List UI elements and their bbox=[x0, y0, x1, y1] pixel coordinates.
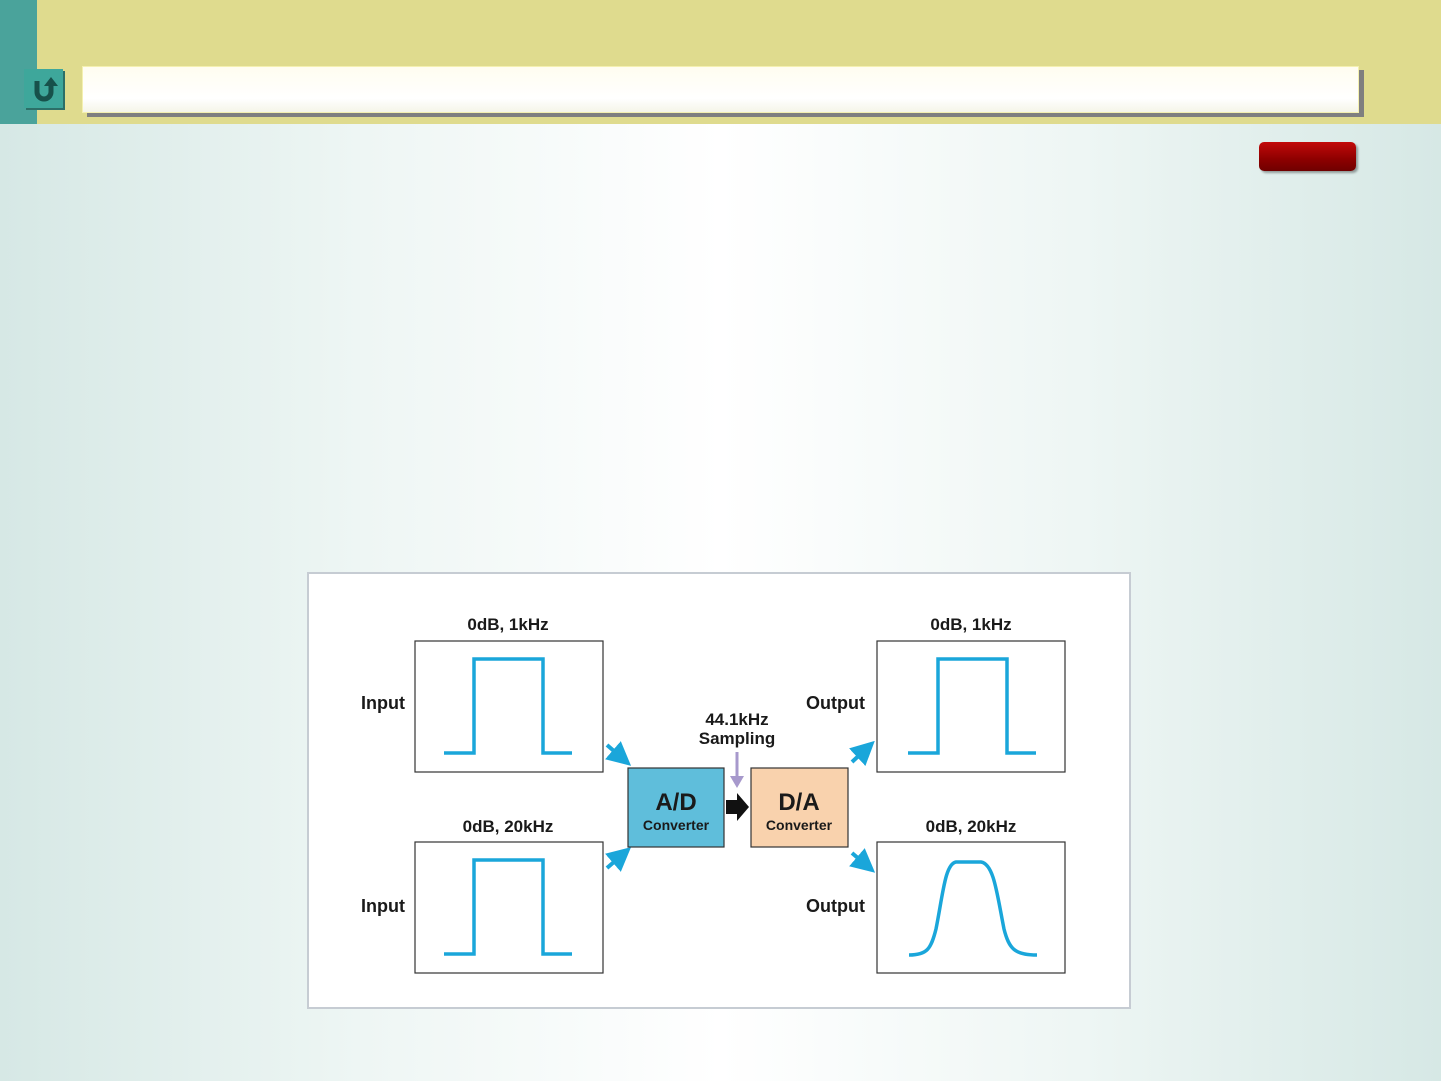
slide-title-box bbox=[82, 66, 1359, 113]
square-wave-input-20khz bbox=[444, 858, 572, 956]
ad-da-conversion-figure: 0dB, 1kHz Input 0dB, 20kHz Input A/D Con… bbox=[307, 572, 1131, 1009]
ad-converter-block bbox=[627, 767, 725, 848]
back-button[interactable] bbox=[24, 69, 63, 108]
waveform-box-input-20khz bbox=[414, 841, 604, 974]
label-input-bottom: Input bbox=[361, 896, 405, 916]
sampling-rate-label: 44.1kHz bbox=[705, 710, 768, 729]
square-wave-input-1khz bbox=[444, 657, 572, 755]
arrow-da-to-output-bottom bbox=[849, 848, 876, 873]
red-action-button[interactable] bbox=[1259, 142, 1356, 171]
ad-da-diagram-svg: 0dB, 1kHz Input 0dB, 20kHz Input A/D Con… bbox=[361, 615, 1066, 974]
caption-bottom-right: 0dB, 20kHz bbox=[926, 817, 1017, 836]
label-output-bottom: Output bbox=[806, 896, 865, 916]
da-converter-block bbox=[750, 767, 849, 848]
da-subtitle: Converter bbox=[766, 817, 833, 833]
arrow-input-top-to-ad bbox=[605, 741, 632, 766]
arrow-input-bottom-to-ad bbox=[605, 847, 632, 872]
caption-bottom-left: 0dB, 20kHz bbox=[463, 817, 554, 836]
da-title: D/A bbox=[778, 789, 819, 816]
arrow-ad-to-da bbox=[726, 793, 749, 821]
arrow-da-to-output-top bbox=[849, 740, 875, 766]
rounded-wave-output-20khz bbox=[908, 860, 1038, 957]
waveform-box-output-1khz bbox=[876, 640, 1066, 773]
sampling-label: Sampling bbox=[699, 729, 776, 748]
waveform-box-output-20khz bbox=[876, 841, 1066, 974]
u-turn-arrow-icon bbox=[34, 76, 58, 101]
ad-subtitle: Converter bbox=[643, 817, 710, 833]
label-output-top: Output bbox=[806, 693, 865, 713]
caption-top-left: 0dB, 1kHz bbox=[467, 615, 548, 634]
sampling-arrow-head bbox=[730, 776, 744, 788]
ad-title: A/D bbox=[655, 789, 696, 816]
label-input-top: Input bbox=[361, 693, 405, 713]
square-wave-output-1khz bbox=[908, 657, 1036, 755]
waveform-box-input-1khz bbox=[414, 640, 604, 773]
caption-top-right: 0dB, 1kHz bbox=[930, 615, 1011, 634]
